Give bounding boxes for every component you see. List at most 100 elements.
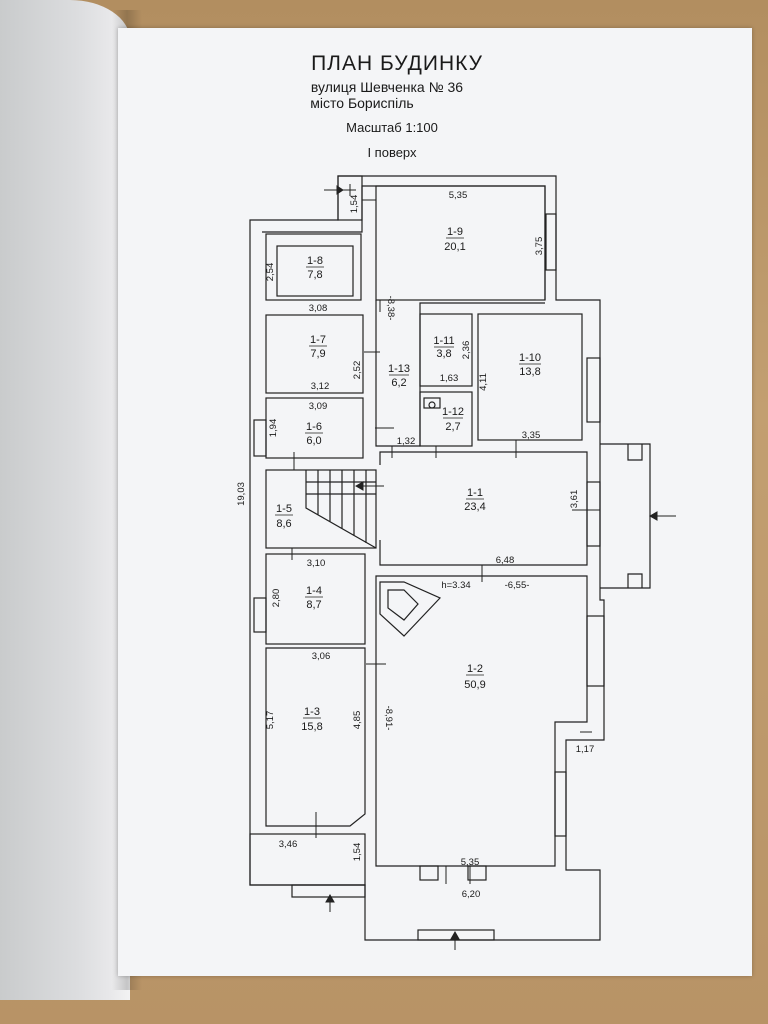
plan-title: ПЛАН БУДИНКУ xyxy=(311,52,483,75)
entry-arrows xyxy=(324,185,676,950)
scale-label: Масштаб 1:100 xyxy=(346,120,438,135)
room-id-underlines xyxy=(275,237,541,719)
dim-194: 1,94 xyxy=(268,419,279,438)
dim-411: 4,11 xyxy=(478,373,489,391)
room-1-11-id: 1-11 xyxy=(433,335,454,347)
room-1-8-outer xyxy=(265,233,362,301)
room-1-13-id: 1-13 xyxy=(388,363,410,375)
room-1-5-wall xyxy=(265,469,377,549)
room-1-7-area: 7,9 xyxy=(310,348,325,360)
dim-154-bottom: 1,54 xyxy=(352,843,363,862)
room-1-12-wall xyxy=(419,391,473,447)
toilet-bowl-icon xyxy=(428,401,436,409)
room-1-7-id: 1-7 xyxy=(310,334,326,346)
floor-label: I поверх xyxy=(367,145,417,160)
dim-346: 3,46 xyxy=(279,839,298,850)
room-1-8-inner xyxy=(276,245,354,297)
dim-517: 5,17 xyxy=(265,711,276,730)
room-1-10-area: 13,8 xyxy=(519,366,540,378)
room-1-6-area: 6,0 xyxy=(306,435,321,447)
room-1-8-id: 1-8 xyxy=(307,255,323,267)
arrow-head-right xyxy=(648,511,658,521)
dim-308: 3,08 xyxy=(309,303,328,314)
dim-309: 3,09 xyxy=(309,401,328,412)
arrow-head-top xyxy=(336,185,344,195)
room-1-3-id: 1-3 xyxy=(304,706,320,718)
dim-891: -8,91- xyxy=(383,706,394,731)
window-1-1 xyxy=(586,481,601,547)
annex-bottom-left xyxy=(249,833,366,886)
dim-132: 1,32 xyxy=(397,436,416,447)
dim-252: 2,52 xyxy=(352,361,363,380)
dim-306: 3,06 xyxy=(312,651,331,662)
window-bottom-b xyxy=(467,865,487,881)
room-1-13-area: 6,2 xyxy=(391,377,406,389)
dim-620: 6,20 xyxy=(462,889,481,900)
window-1-6 xyxy=(253,419,267,457)
room-1-11-area: 3,8 xyxy=(436,348,451,360)
room-1-4-area: 8,7 xyxy=(306,599,321,611)
room-1-1-area: 23,4 xyxy=(464,501,485,513)
room-1-3-area: 15,8 xyxy=(301,721,322,733)
arrow-head-stairs xyxy=(354,481,364,491)
dim-254: 2,54 xyxy=(265,263,276,282)
dim-236: 2,36 xyxy=(461,341,472,360)
dim-535-top: 5,35 xyxy=(449,190,468,201)
window-1-4 xyxy=(253,597,267,633)
dim-310: 3,10 xyxy=(307,558,326,569)
room-1-11-wall xyxy=(419,313,473,387)
room-1-1-id: 1-1 xyxy=(467,487,483,499)
dim-163: 1,63 xyxy=(440,373,459,384)
dim-312: 3,12 xyxy=(311,381,330,392)
room-1-8-area: 7,8 xyxy=(307,269,322,281)
room-1-9-id: 1-9 xyxy=(447,226,463,238)
room-labels: 1-9 20,1 1-8 7,8 1-7 7,9 1-11 3,8 1-10 1… xyxy=(276,226,541,733)
room-1-6-id: 1-6 xyxy=(306,421,322,433)
room-1-12-area: 2,7 xyxy=(445,421,460,433)
dimension-ticks xyxy=(291,184,600,884)
window-1-10 xyxy=(586,357,601,423)
window-bottom-a xyxy=(419,865,439,881)
dim-361: 3,61 xyxy=(569,490,580,509)
dim-154-top: 1,54 xyxy=(349,195,360,214)
fireplace xyxy=(379,581,442,637)
entrance-tick xyxy=(343,184,376,201)
entrance-top xyxy=(337,175,363,221)
address-street: вулиця Шевченка № 36 xyxy=(311,79,463,95)
room-1-7-wall xyxy=(265,314,364,394)
window-1-9 xyxy=(545,213,557,271)
stairs xyxy=(305,470,377,549)
dim-648: 6,48 xyxy=(496,555,515,566)
room-1-2-wall xyxy=(375,575,588,867)
address-city: місто Бориспіль xyxy=(310,95,413,111)
dim-h334: h=3.34 xyxy=(441,580,470,591)
porch-right-posts xyxy=(627,444,643,588)
room-1-9-area: 20,1 xyxy=(444,241,465,253)
dim-655: -6,55- xyxy=(505,580,530,591)
room-1-12-id: 1-12 xyxy=(442,406,464,418)
room-1-10-id: 1-10 xyxy=(519,352,541,364)
toilet-icon xyxy=(423,397,441,409)
left-book-page xyxy=(0,0,130,1000)
room-1-3-wall xyxy=(265,647,366,827)
room-1-2-id: 1-2 xyxy=(467,663,483,675)
dim-375: 3,75 xyxy=(534,237,545,256)
room-1-2-area: 50,9 xyxy=(464,679,485,691)
porch-bottom xyxy=(417,929,495,941)
dimension-labels: 5,35 1,54 3,75 2,54 3,08 -8,38- 2,36 2,5… xyxy=(236,190,594,900)
inner-wall-top xyxy=(262,185,546,300)
window-1-2 xyxy=(586,615,605,687)
room-1-10-wall xyxy=(477,313,583,441)
dim-485: 4,85 xyxy=(352,711,363,730)
room-1-5-id: 1-5 xyxy=(276,503,292,515)
arrow-head-bottom-left xyxy=(325,893,335,903)
dim-117: 1,17 xyxy=(576,744,595,755)
dim-280: 2,80 xyxy=(271,589,282,608)
porch-right xyxy=(600,443,651,589)
dim-838: -8,38- xyxy=(385,296,396,321)
window-1-2b xyxy=(554,771,567,837)
room-1-9-wall xyxy=(375,185,546,301)
arrow-head-bottom xyxy=(450,930,460,940)
dim-1903: 19,03 xyxy=(236,482,247,506)
